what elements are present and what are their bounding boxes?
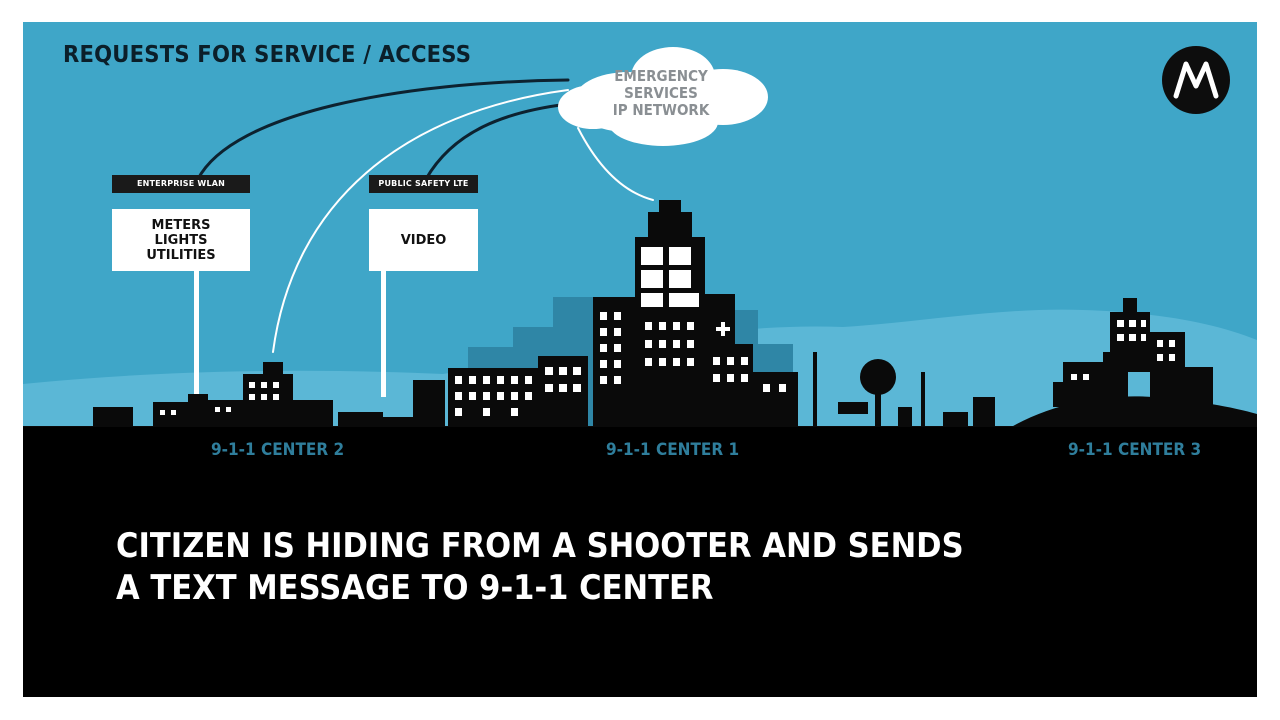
slide: REQUESTS FOR SERVICE / ACCESS EMERGENCY …: [23, 22, 1257, 697]
street-items: [813, 352, 995, 432]
left-town-windows: [160, 382, 279, 415]
sign-header-lte: PUBLIC SAFETY LTE: [369, 175, 478, 193]
network-cloud-label: EMERGENCY SERVICES IP NETWORK: [612, 67, 710, 119]
downtown-windows: [455, 247, 786, 416]
sign-pole-wlan: [194, 267, 199, 397]
link-line-lte: [424, 102, 570, 181]
center-label-3: 9-1-1 CENTER 3: [1068, 440, 1202, 460]
sign-header-wlan: ENTERPRISE WLAN: [112, 175, 250, 193]
ground: [23, 427, 1257, 697]
sign-body-wlan: METERS LIGHTS UTILITIES: [112, 209, 250, 271]
link-line-center1: [577, 127, 654, 201]
network-lines: [196, 78, 654, 353]
right-town-windows: [1071, 320, 1175, 380]
motorola-logo-icon: [1162, 46, 1230, 114]
network-cloud: [558, 47, 768, 146]
page-title: REQUESTS FOR SERVICE / ACCESS: [63, 42, 472, 68]
city-scene: [23, 47, 1257, 434]
scenario-message: CITIZEN IS HIDING FROM A SHOOTER AND SEN…: [116, 526, 964, 608]
center-label-2: 9-1-1 CENTER 2: [211, 440, 345, 460]
sign-body-lte: VIDEO: [369, 209, 478, 271]
link-line-wlan: [196, 78, 570, 181]
right-town: [1053, 298, 1213, 407]
sign-pole-lte: [381, 267, 386, 397]
center-label-1: 9-1-1 CENTER 1: [606, 440, 740, 460]
link-line-center2: [272, 89, 569, 353]
